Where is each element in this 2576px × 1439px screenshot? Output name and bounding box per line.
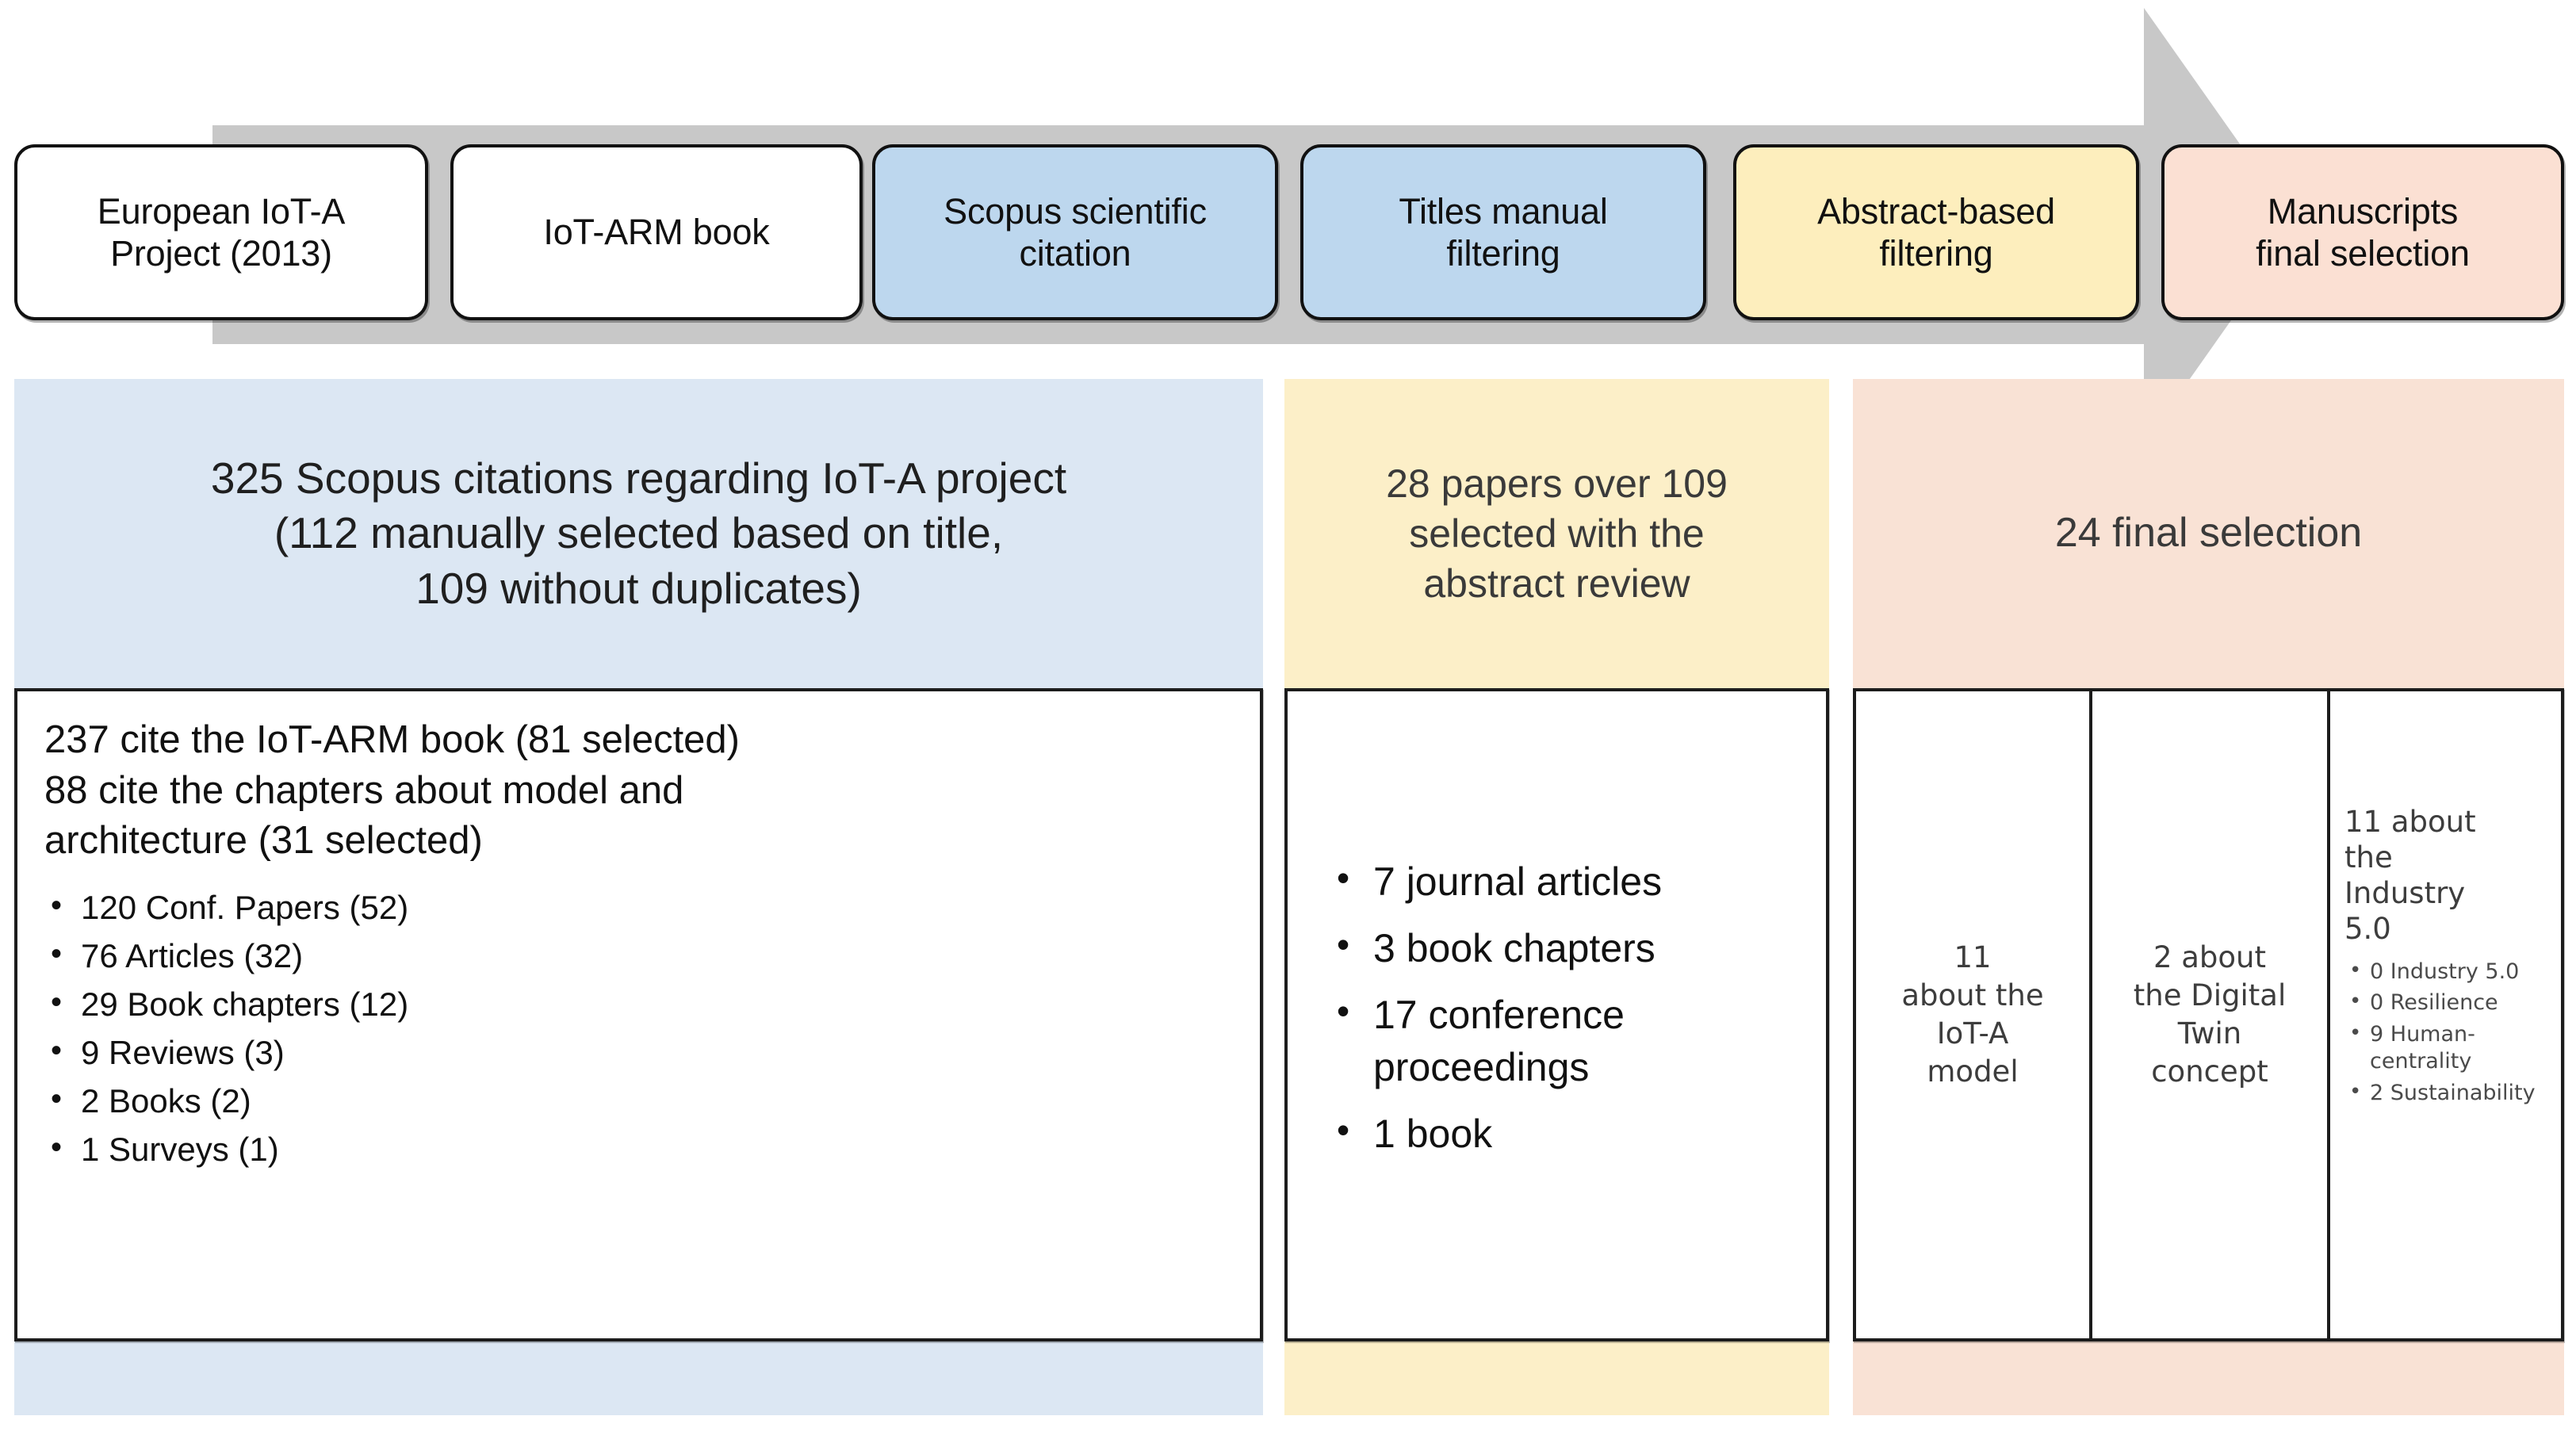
sub-line: the [2344,840,2393,875]
step-label: IoT-ARM book [543,212,770,253]
detail-lead-text: 237 cite the IoT-ARM book (81 selected) … [44,715,1233,867]
industry-topic-list: 0 Industry 5.0 0 Resilience 9 Human-cent… [2344,958,2553,1112]
column-header-final-selection: 24 final selection [1853,379,2564,688]
list-item: 29 Book chapters (12) [44,979,1233,1029]
sub-line: IoT-A [1936,1016,2009,1051]
step-box-iot-arm-book[interactable]: IoT-ARM book [450,144,863,320]
sub-line: model [1927,1054,2019,1089]
detail-box-abstract-review: 7 journal articles 3 book chapters 17 co… [1284,688,1829,1341]
header-line: 24 final selection [2054,510,2363,557]
detail-box-final-selection: 11 about the IoT-A model 2 about the Dig… [1853,688,2564,1341]
sub-box-iot-a-model: 11 about the IoT-A model [1856,691,2092,1338]
list-item: 76 Articles (32) [44,931,1233,981]
header-line: abstract review [1423,561,1690,606]
list-item: 0 Industry 5.0 [2344,958,2553,986]
sub-line: 11 about [2344,805,2476,839]
list-item: 1 Surveys (1) [44,1124,1233,1174]
list-item: 2 Sustainability [2344,1079,2553,1108]
detail-line: 237 cite the IoT-ARM book (81 selected) [44,718,740,761]
list-item: 1 book [1332,1106,1804,1160]
header-line: 325 Scopus citations regarding IoT-A pro… [210,454,1067,503]
sub-line: the Digital [2133,978,2287,1012]
header-line: 28 papers over 109 [1386,461,1728,506]
sub-line: 2 about [2153,940,2267,974]
list-item: 9 Reviews (3) [44,1028,1233,1077]
list-item: 7 journal articles [1332,854,1804,908]
header-line: (112 manually selected based on title, [274,508,1004,558]
sub-line: Twin [2177,1016,2242,1051]
list-item: 17 conference proceedings [1332,987,1804,1093]
header-line: 109 without duplicates) [415,563,862,613]
header-line: selected with the [1409,511,1705,556]
sub-line: about the [1901,978,2044,1012]
sub-box-title: 11 about the Industry 5.0 [2344,804,2476,947]
list-item: 9 Human-centrality [2344,1020,2553,1076]
breakdown-list: 120 Conf. Papers (52) 76 Articles (32) 2… [44,882,1233,1174]
sub-box-industry-50: 11 about the Industry 5.0 0 Industry 5.0… [2330,691,2561,1338]
list-item: 3 book chapters [1332,920,1804,974]
sub-box-digital-twin: 2 about the Digital Twin concept [2092,691,2330,1338]
list-item: 120 Conf. Papers (52) [44,882,1233,932]
sub-line: 11 [1954,940,1992,974]
publication-type-list: 7 journal articles 3 book chapters 17 co… [1288,854,1826,1174]
sub-line: concept [2151,1054,2268,1089]
sub-line: 5.0 [2344,912,2391,947]
column-header-scopus-citations: 325 Scopus citations regarding IoT-A pro… [14,379,1263,688]
list-item: 0 Resilience [2344,989,2553,1017]
detail-line: 88 cite the chapters about model and [44,768,684,812]
detail-box-scopus-citations: 237 cite the IoT-ARM book (81 selected) … [14,688,1263,1341]
sub-line: Industry [2344,876,2466,911]
detail-line: architecture (31 selected) [44,819,483,863]
list-item: 2 Books (2) [44,1076,1233,1126]
column-header-abstract-review: 28 papers over 109 selected with the abs… [1284,379,1829,688]
